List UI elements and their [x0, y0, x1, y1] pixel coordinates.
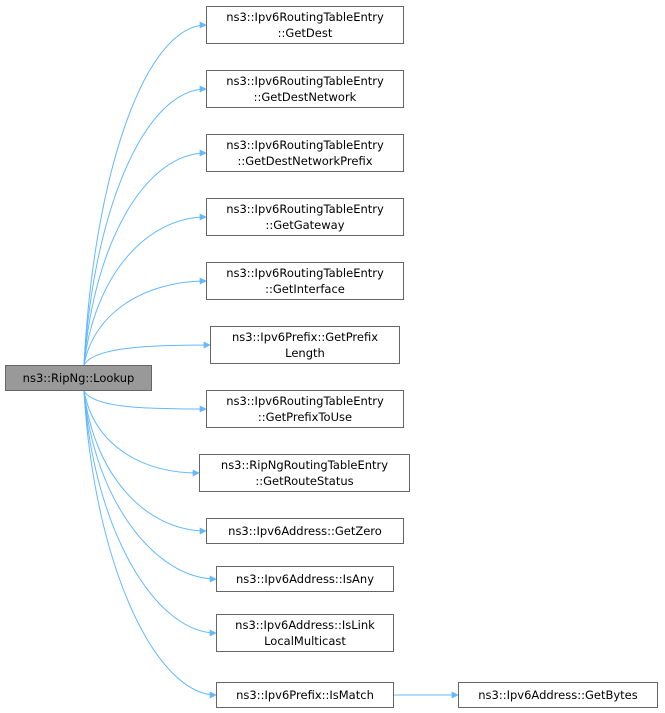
node-label-line: ns3::Ipv6Address::GetZero [228, 524, 382, 538]
node-get-zero[interactable]: ns3::Ipv6Address::GetZero [206, 518, 404, 544]
edge-root-to-is-link-local-multicast [83, 390, 217, 637]
node-get-bytes[interactable]: ns3::Ipv6Address::GetBytes [458, 682, 658, 708]
edge-root-to-get-prefix-to-use [83, 390, 207, 413]
node-label-line: ns3::Ipv6Address::GetBytes [478, 688, 638, 702]
node-get-route-status[interactable]: ns3::RipNgRoutingTableEntry::GetRouteSta… [199, 454, 410, 492]
node-get-prefix-to-use[interactable]: ns3::Ipv6RoutingTableEntry::GetPrefixToU… [206, 390, 404, 428]
node-label-line: ns3::Ipv6RoutingTableEntry [226, 74, 384, 88]
node-label-line: ::GetDestNetworkPrefix [237, 154, 373, 168]
node-is-match[interactable]: ns3::Ipv6Prefix::IsMatch [216, 682, 394, 708]
node-get-dest[interactable]: ns3::Ipv6RoutingTableEntry::GetDest [206, 6, 404, 44]
node-label-line: ::GetDestNetwork [253, 90, 357, 104]
node-label-line: ::GetRouteStatus [255, 474, 354, 488]
node-label-line: ns3::Ipv6Address::IsLink [235, 618, 375, 632]
node-label-line: LocalMulticast [264, 634, 346, 648]
edge-root-to-get-dest-network-prefix [83, 149, 207, 366]
node-get-dest-network-prefix[interactable]: ns3::Ipv6RoutingTableEntry::GetDestNetwo… [206, 134, 404, 172]
node-label-line: ns3::Ipv6Address::IsAny [235, 572, 375, 586]
node-label-line: ::GetDest [277, 26, 333, 40]
node-label-line: ns3::RipNg::Lookup [22, 371, 135, 385]
node-label-line: Length [285, 346, 325, 360]
node-root: ns3::RipNg::Lookup [5, 365, 152, 391]
node-label-line: ns3::Ipv6RoutingTableEntry [226, 10, 384, 24]
edge-root-to-is-match [83, 390, 217, 699]
node-label-line: ns3::Ipv6RoutingTableEntry [226, 202, 384, 216]
edge-root-to-get-dest [83, 21, 207, 366]
edge-layer [83, 21, 459, 699]
edge-root-to-is-any [83, 390, 217, 583]
node-is-any[interactable]: ns3::Ipv6Address::IsAny [216, 566, 394, 592]
node-label-line: ns3::RipNgRoutingTableEntry [220, 458, 389, 472]
edge-root-to-get-prefix-length [83, 341, 211, 366]
edge-root-to-get-gateway [83, 213, 207, 366]
node-label-line: ::GetPrefixToUse [257, 410, 353, 424]
node-get-dest-network[interactable]: ns3::Ipv6RoutingTableEntry::GetDestNetwo… [206, 70, 404, 108]
node-get-interface[interactable]: ns3::Ipv6RoutingTableEntry::GetInterface [206, 262, 404, 300]
node-label-line: ::GetGateway [265, 218, 345, 232]
node-label-line: ns3::Ipv6RoutingTableEntry [226, 394, 384, 408]
node-label-line: ns3::Ipv6RoutingTableEntry [226, 138, 384, 152]
node-label-line: ::GetInterface [265, 282, 345, 296]
node-get-gateway[interactable]: ns3::Ipv6RoutingTableEntry::GetGateway [206, 198, 404, 236]
edge-root-to-get-zero [83, 390, 207, 535]
edge-root-to-get-interface [83, 277, 207, 366]
node-label-line: ns3::Ipv6Prefix::GetPrefix [231, 330, 379, 344]
edge-root-to-get-route-status [83, 390, 200, 477]
node-label-line: ns3::Ipv6RoutingTableEntry [226, 266, 384, 280]
node-label-line: ns3::Ipv6Prefix::IsMatch [236, 688, 374, 702]
edge-root-to-get-dest-network [83, 85, 207, 366]
